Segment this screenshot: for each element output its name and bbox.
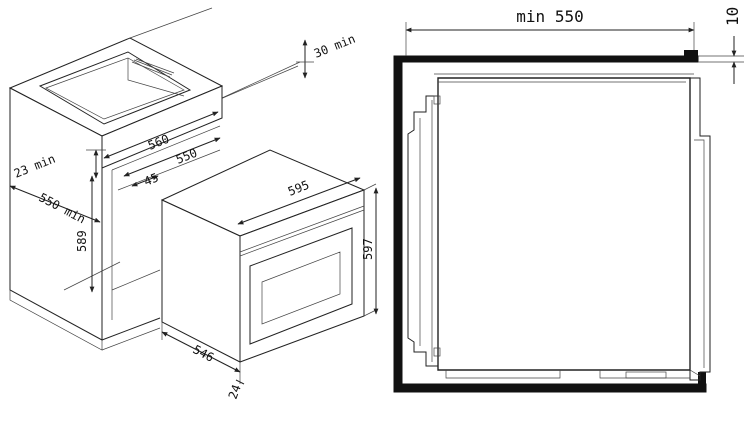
dim-597: 597	[361, 238, 375, 260]
oven-door-glass	[249, 227, 353, 345]
dim-10: 10	[723, 7, 742, 26]
dim-24: 24	[226, 383, 244, 401]
sink-hatching	[131, 58, 175, 78]
worktop-edge	[684, 50, 698, 62]
dim-589: 589	[75, 230, 89, 252]
dim-30min: 30 min	[312, 32, 357, 61]
niche-frame	[393, 55, 707, 393]
dim-550: 550	[174, 146, 199, 167]
isometric-view: 30 min 560 550 23 min 45 550 min 589	[8, 7, 379, 401]
oven-door	[689, 77, 711, 381]
oven-carcass	[437, 77, 691, 371]
section-view: min 550 10	[393, 7, 744, 393]
dim-45: 45	[142, 170, 161, 188]
dim-min-550: min 550	[516, 7, 583, 26]
